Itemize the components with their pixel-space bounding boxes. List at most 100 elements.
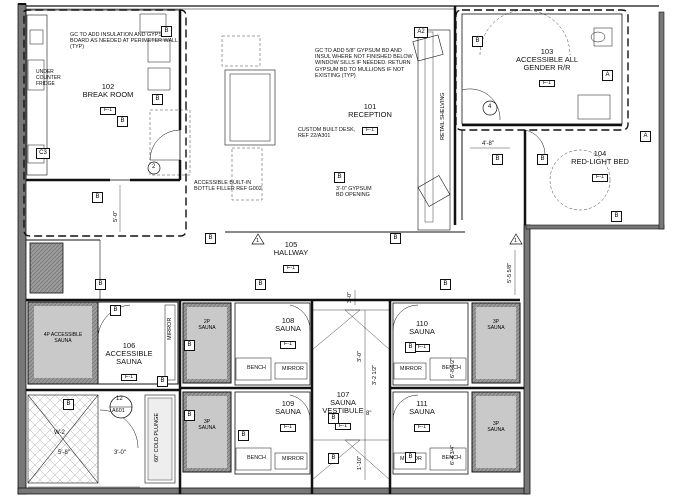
finish-tag: F-1 <box>591 173 609 182</box>
finish-tag: F-1 <box>120 373 138 382</box>
room-name: SAUNA <box>275 323 301 333</box>
tag-c3: C3 <box>36 148 50 159</box>
room-label-106: 106 ACCESSIBLE SAUNA F-1 <box>100 342 158 382</box>
mirror-label: MIRROR <box>167 317 173 340</box>
tag-b: B <box>110 305 121 316</box>
tag-b: B <box>184 340 195 351</box>
tag-b: B <box>440 279 451 290</box>
vestibule-walls <box>310 300 392 494</box>
room-number: 107 <box>336 390 350 399</box>
note-custom-desk: CUSTOM BUILT DESK, REF 22/A301 <box>298 127 356 140</box>
finish-tag: F-1 <box>413 343 431 352</box>
dimension-label: 6'-4 3/4" <box>450 444 456 465</box>
hallway-walls <box>26 239 520 302</box>
acc-sauna-capacity: 4P ACCESSIBLE SAUNA <box>43 332 83 344</box>
triangle-markers <box>251 233 523 245</box>
room-number: 101 <box>363 102 377 111</box>
note-gypsum-opening: 3'-0" GYPSUM BD OPENING <box>336 186 372 199</box>
restroom-boundary <box>455 9 629 131</box>
room-label-102: 102 BREAK ROOM F-1 <box>80 83 136 116</box>
dimension-label: 3'-0" <box>357 351 363 362</box>
room-label-111: 111 SAUNA F-1 <box>404 400 440 433</box>
note-gypsum-sills: GC TO ADD 5/8" GYPSUM BD AND INSUL WHERE… <box>315 48 413 79</box>
room-name: SAUNA <box>409 406 435 416</box>
tag-b: B <box>328 453 339 464</box>
finish-tag: F-1 <box>361 126 379 135</box>
room-number: 110 <box>416 319 428 328</box>
cold-plunge-label: 60" COLD PLUNGE <box>154 412 160 462</box>
finish-tag: F-1 <box>282 264 300 273</box>
marker-2: 2 <box>152 164 156 170</box>
room-name: RECEPTION <box>348 109 392 119</box>
tag-b: B <box>405 342 416 353</box>
room-name: RED-LIGHT BED <box>571 156 629 166</box>
dimension-label: 3'-2 1/2" <box>372 364 378 385</box>
tag-b: B <box>255 279 266 290</box>
mirror-label: MIRROR <box>282 366 304 372</box>
marker-1: 1 <box>514 238 518 244</box>
mirror-label: MIRROR <box>400 366 422 372</box>
room-label-108: 108 SAUNA F-1 <box>270 317 306 350</box>
sauna-left-block <box>178 300 312 494</box>
note-retail-shelving: RETAIL SHELVING <box>440 92 446 140</box>
room-number: 111 <box>416 399 428 408</box>
tag-b: B <box>537 154 548 165</box>
tag-b: B <box>152 94 163 105</box>
red-light-walls <box>461 129 611 225</box>
note-bottle-filler: ACCESSIBLE BUILT-IN BOTTLE FILLER REF G0… <box>194 180 262 193</box>
room-label-101: 101 RECEPTION F-1 <box>340 103 400 136</box>
tag-a2: A2 <box>414 27 428 38</box>
room-label-107: 107 SAUNA VESTIBULE F-1 <box>315 391 371 431</box>
dimension-lines <box>28 147 516 488</box>
sauna-capacity-108: 2P SAUNA <box>198 319 216 331</box>
room-number: 103 <box>540 47 554 56</box>
dimension-label: 6'-8 1/2" <box>450 357 456 378</box>
finish-tag: F-1 <box>279 340 297 349</box>
room-name: ACCESSIBLE ALL GENDER R/R <box>515 54 579 72</box>
dimension-label: 5'-5 5/8" <box>507 262 513 283</box>
room-number: 104 <box>593 149 607 158</box>
tag-b: B <box>92 192 103 203</box>
tag-b: B <box>390 233 401 244</box>
room-label-103: 103 ACCESSIBLE ALL GENDER R/R F-1 <box>512 48 582 88</box>
tag-a: A <box>640 131 651 142</box>
bench-label: BENCH <box>247 365 266 371</box>
reception-walls <box>149 6 465 233</box>
dimension-label: 1'-10" <box>357 455 363 470</box>
note-insulation: GC TO ADD INSULATION AND GYPSUM BOARD AS… <box>70 32 178 51</box>
dimension-label: 5'-0" <box>113 211 119 222</box>
tag-b: B <box>472 36 483 47</box>
cold-plunge-room <box>27 394 176 484</box>
dimension-label: 5'-8" <box>58 450 70 456</box>
finish-tag: F-1 <box>413 423 431 432</box>
tag-b: B <box>405 452 416 463</box>
room-number: 108 <box>281 316 295 325</box>
room-number: 106 <box>122 341 136 350</box>
restroom-walls <box>461 9 623 127</box>
dimension-label: 4'-8" <box>482 141 494 147</box>
room-number: 109 <box>281 399 295 408</box>
accessible-sauna-walls <box>26 301 180 392</box>
tag-b: B <box>184 410 195 421</box>
room-number: 102 <box>101 82 115 91</box>
finish-tag: F-1 <box>99 106 117 115</box>
marker-1: 1 <box>256 238 260 244</box>
tag-b: B <box>611 211 622 222</box>
room-label-104: 104 RED-LIGHT BED F-1 <box>562 150 638 183</box>
marker-4: 4 <box>488 104 492 110</box>
note-under-counter: UNDER COUNTER FRIDGE <box>36 69 61 87</box>
room-name: ACCESSIBLE SAUNA <box>105 348 153 366</box>
finish-tag: F-1 <box>538 79 556 88</box>
tag-b: B <box>117 116 128 127</box>
break-room-walls <box>25 9 182 182</box>
tag-b: B <box>334 172 345 183</box>
tag-a: A <box>602 70 613 81</box>
finish-tag: F-1 <box>279 423 297 432</box>
sauna-capacity-110: 3P SAUNA <box>487 319 505 331</box>
mirror-label: MIRROR <box>282 456 304 462</box>
circle-markers <box>147 100 498 175</box>
tag-b: B <box>205 233 216 244</box>
sauna-right-block <box>390 302 524 475</box>
tag-b: B <box>63 399 74 410</box>
